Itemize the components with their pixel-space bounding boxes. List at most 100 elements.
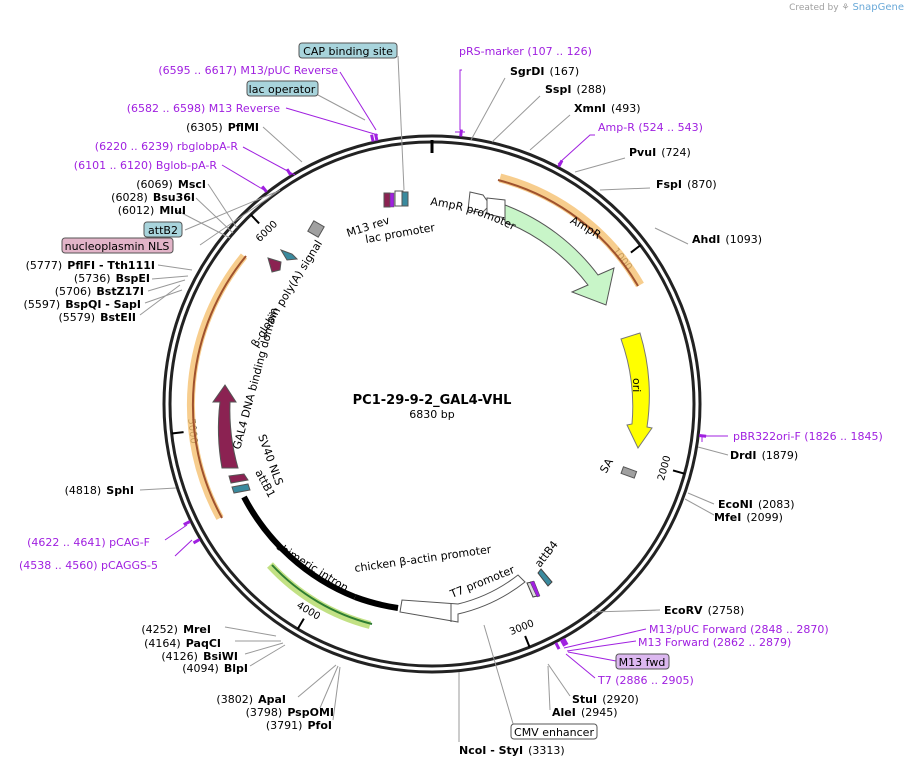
site-position: (4094): [182, 662, 219, 675]
primer-label[interactable]: T7 (2886 .. 2905): [597, 674, 694, 687]
site-label[interactable]: EcoRV (2758): [664, 599, 744, 618]
site-label[interactable]: (5736) BspEI: [74, 267, 150, 286]
site-label[interactable]: SspI (288): [545, 78, 606, 97]
snapgene-credit: Created by ⚘ SnapGene: [789, 2, 904, 13]
feature-ampr[interactable]: [497, 173, 644, 306]
tick-mark: [524, 635, 531, 648]
site-label[interactable]: DrdI (1879): [730, 444, 798, 463]
site-position: (6028): [111, 191, 148, 204]
tick-mark: [296, 618, 305, 630]
site-name: PflFI - Tth111I: [67, 259, 155, 272]
site-label[interactable]: (4094) BlpI: [182, 657, 248, 676]
site-label[interactable]: XmnI (493): [574, 97, 641, 116]
primer-label[interactable]: (4538 .. 4560) pCAGGS-5: [19, 559, 158, 572]
primer-label[interactable]: pBR322ori-F (1826 .. 1845): [733, 430, 883, 443]
site-position: (6305): [186, 121, 223, 134]
site-label[interactable]: (3798) PspOMI: [246, 701, 334, 720]
site-label[interactable]: (5597) BspQI - SapI: [24, 293, 141, 312]
site-label[interactable]: FspI (870): [656, 173, 717, 192]
site-name: MreI: [183, 623, 211, 636]
primer-range: (107 .. 126): [527, 45, 592, 58]
primer-labels[interactable]: pRS-marker (107 .. 126) Amp-R (524 .. 543…: [19, 45, 883, 687]
primer-label[interactable]: M13 Forward (2862 .. 2879): [638, 636, 791, 649]
box-label: CMV enhancer: [514, 726, 594, 739]
primer-mark: [559, 639, 566, 647]
primer-mark: [192, 538, 201, 545]
primer-name: M13/pUC Forward: [649, 623, 747, 636]
box-cmv-enhancer[interactable]: CMV enhancer: [510, 723, 598, 740]
site-label[interactable]: (4126) BsiWI: [161, 645, 238, 664]
site-name: DrdI: [730, 449, 757, 462]
primer-label[interactable]: (6101 .. 6120) Bglob-pA-R: [74, 159, 218, 172]
site-position: (6012): [118, 204, 155, 217]
site-label[interactable]: (5706) BstZ17I: [55, 280, 144, 299]
site-position: (724): [661, 146, 691, 159]
site-label[interactable]: (3802) ApaI: [216, 688, 286, 707]
tick-mark: [171, 431, 184, 435]
site-label[interactable]: EcoNI (2083): [718, 493, 795, 512]
site-name: ApaI: [258, 693, 286, 706]
primer-mark: [554, 642, 561, 650]
site-label[interactable]: (6028) Bsu36I: [111, 186, 195, 205]
site-label[interactable]: AleI (2945): [552, 701, 618, 720]
feature-sv40-nls[interactable]: [228, 473, 251, 494]
site-name: FspI: [656, 178, 682, 191]
box-attb2[interactable]: attB2: [143, 221, 183, 238]
site-label[interactable]: NcoI - StyI (3313): [459, 739, 565, 758]
site-label[interactable]: (6305) PflMI: [186, 116, 259, 135]
site-name: AhdI: [692, 233, 720, 246]
site-position: (4164): [144, 637, 181, 650]
primer-label[interactable]: Amp-R (524 .. 543): [598, 121, 703, 134]
box-m13-fwd[interactable]: M13 fwd: [615, 653, 670, 670]
feature-gal4-dbd[interactable]: [186, 253, 248, 520]
feature-chimeric-intron[interactable]: [241, 495, 399, 629]
primer-label[interactable]: pRS-marker (107 .. 126): [459, 45, 592, 58]
restriction-sites[interactable]: SgrDI (167)SspI (288)XmnI (493) PvuI (724…: [24, 60, 799, 758]
site-label[interactable]: (4252) MreI: [141, 618, 211, 637]
site-label[interactable]: (4818) SphI: [65, 479, 134, 498]
primer-label[interactable]: M13/pUC Forward (2848 .. 2870): [649, 623, 829, 636]
site-label[interactable]: MfeI (2099): [714, 506, 783, 525]
site-label[interactable]: (6012) MluI: [118, 199, 186, 218]
primer-range: (6220 .. 6239): [95, 140, 174, 153]
box-cap-binding-site[interactable]: CAP binding site: [298, 42, 398, 59]
primer-mark: [261, 185, 268, 193]
site-position: (4818): [65, 484, 102, 497]
site-label[interactable]: (5579) BstEII: [58, 306, 136, 325]
site-label[interactable]: (6069) MscI: [136, 173, 206, 192]
primer-label[interactable]: (6595 .. 6617) M13/pUC Reverse: [158, 64, 338, 77]
site-name: SgrDI: [510, 65, 544, 78]
site-label[interactable]: (3791) PfoI: [266, 714, 332, 733]
primer-label[interactable]: (4622 .. 4641) pCAG-F: [27, 536, 150, 549]
site-position: (2099): [746, 511, 783, 524]
site-name: AleI: [552, 706, 576, 719]
site-position: (5597): [24, 298, 61, 311]
box-lac-operator[interactable]: lac operator: [246, 80, 319, 97]
box-nucleoplasmin-nls[interactable]: nucleoplasmin NLS: [61, 237, 174, 254]
feature-ori[interactable]: [620, 332, 653, 449]
label-sa: SA: [597, 456, 616, 476]
primer-name: Bglob-pA-R: [156, 159, 218, 172]
feature-ampr-promoter[interactable]: [467, 191, 506, 219]
feature-attb4[interactable]: [526, 568, 553, 598]
primer-name: T7: [597, 674, 612, 687]
feature-promoters[interactable]: [399, 574, 526, 623]
site-label[interactable]: StuI (2920): [572, 688, 639, 707]
primer-label[interactable]: (6220 .. 6239) rbglobpA-R: [95, 140, 239, 153]
label-attb4: attB4: [532, 538, 561, 570]
site-label[interactable]: AhdI (1093): [692, 228, 762, 247]
feature-sa[interactable]: [620, 466, 638, 479]
site-label[interactable]: (5777) PflFI - Tth111I: [26, 254, 155, 273]
feature-bglobin-polya[interactable]: [267, 220, 325, 273]
site-name: MluI: [159, 204, 186, 217]
site-label[interactable]: SgrDI (167): [510, 60, 579, 79]
primer-mark: [459, 129, 463, 137]
snapgene-logo-icon: ⚘: [841, 3, 850, 13]
feature-lac[interactable]: [383, 190, 409, 208]
site-label[interactable]: (4164) PaqCI: [144, 632, 221, 651]
site-name: MscI: [178, 178, 206, 191]
primer-label[interactable]: (6582 .. 6598) M13 Reverse: [127, 102, 280, 115]
site-label[interactable]: PvuI (724): [629, 141, 691, 160]
primer-range: (2862 .. 2879): [713, 636, 792, 649]
